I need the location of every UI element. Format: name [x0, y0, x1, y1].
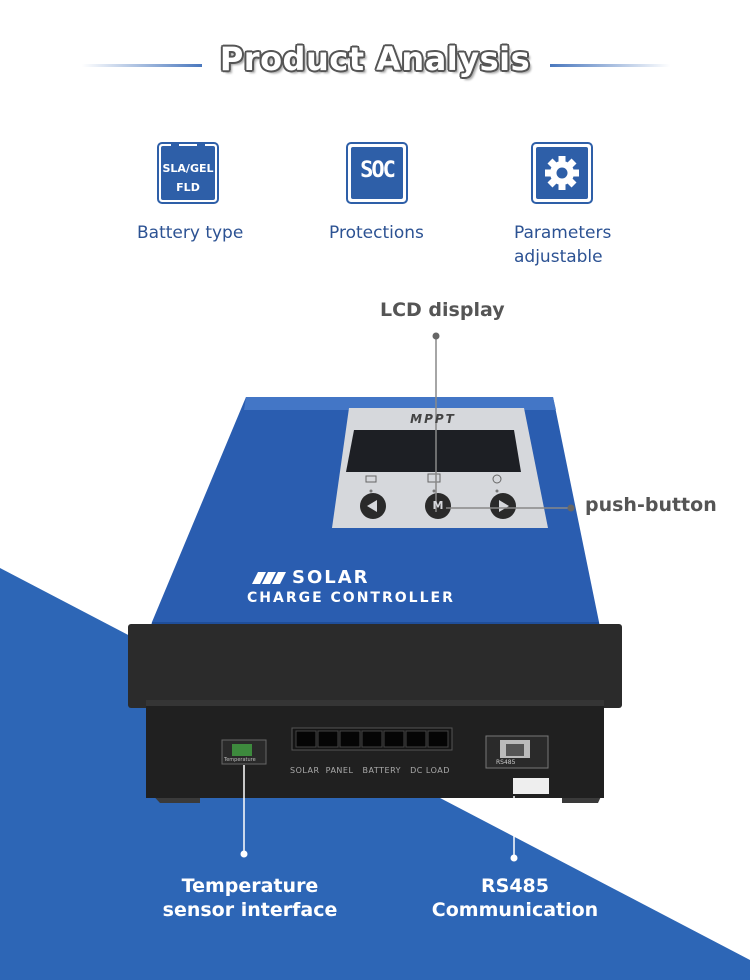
feature-parameters-label-line2: adjustable — [514, 247, 603, 267]
battery-type-top-text: SLA/GEL — [162, 162, 214, 175]
button-menu-label: M — [432, 499, 444, 512]
temperature-callout-line1: Temperature — [181, 875, 319, 897]
lcd-display-callout: LCD display — [380, 299, 505, 321]
push-button-callout: push-button — [585, 494, 717, 516]
temperature-callout-line2: sensor interface — [162, 899, 338, 921]
temperature-port-label: Temperature — [224, 757, 256, 763]
gear-icon — [531, 142, 593, 204]
terminal-labels: SOLAR PANEL BATTERY DC LOAD — [290, 766, 450, 775]
soc-icon: SOC — [346, 142, 408, 204]
battery-icon: SLA/GEL FLD — [157, 142, 219, 204]
soc-icon-text: SOC — [360, 158, 396, 183]
rs485-callout-line2: Communication — [431, 899, 599, 921]
brand-charge-controller: CHARGE CONTROLLER — [247, 590, 455, 606]
feature-battery-type-label: Battery type — [137, 223, 244, 243]
button-menu — [425, 493, 451, 519]
device-front-upper — [128, 624, 622, 708]
serial-label — [513, 778, 549, 794]
feature-parameters-label-line1: Parameters — [514, 223, 612, 243]
title-rule-left — [82, 64, 202, 67]
feature-protections-label: Protections — [329, 223, 424, 243]
rs485-callout-line1: RS485 — [481, 875, 549, 897]
brand-solar: SOLAR — [292, 567, 370, 588]
panel-mppt-label: MPPT — [410, 412, 456, 426]
title-rule-right — [550, 64, 670, 67]
battery-type-bottom-text: FLD — [176, 181, 200, 194]
lcd-screen — [346, 430, 521, 472]
rs485-port-label: RS485 — [496, 759, 516, 766]
page-title: Product Analysis — [219, 40, 531, 78]
